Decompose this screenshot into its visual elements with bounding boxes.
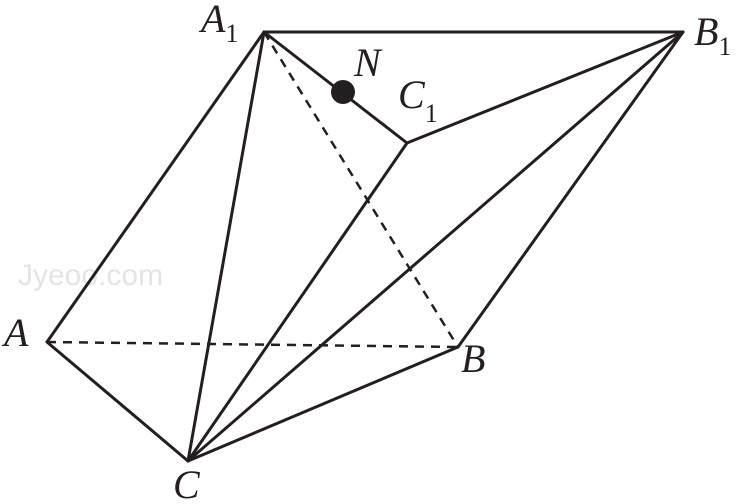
label-b1-letter: B bbox=[694, 9, 718, 54]
edge-a-b bbox=[46, 340, 459, 349]
edge-c-c1 bbox=[186, 141, 409, 463]
point-n bbox=[331, 80, 355, 104]
label-b-letter: B bbox=[461, 336, 485, 381]
edge-c-b bbox=[186, 345, 460, 463]
label-b1-sub: 1 bbox=[718, 32, 731, 61]
watermark-text: Jyeoo.com bbox=[18, 259, 163, 292]
label-b: B bbox=[461, 336, 485, 381]
edge-b-b1 bbox=[456, 30, 685, 349]
label-c: C bbox=[173, 462, 201, 504]
label-n-letter: N bbox=[353, 40, 383, 85]
label-a1: A1 bbox=[198, 0, 238, 48]
label-a1-sub: 1 bbox=[225, 19, 238, 48]
edge-c-b1 bbox=[186, 30, 685, 463]
label-a1-letter: A bbox=[198, 0, 226, 41]
edge-a1-b bbox=[262, 31, 460, 348]
label-c-letter: C bbox=[173, 462, 201, 504]
label-a-letter: A bbox=[1, 310, 29, 355]
label-b1: B1 bbox=[694, 9, 731, 61]
label-c1-letter: C bbox=[398, 72, 426, 117]
edge-c-a1 bbox=[186, 30, 266, 463]
edge-a-c bbox=[45, 340, 190, 463]
label-a: A bbox=[1, 310, 29, 355]
label-n: N bbox=[353, 40, 383, 85]
edge-a-a1 bbox=[45, 30, 266, 344]
label-c1-sub: 1 bbox=[425, 99, 438, 128]
edge-c1-b1 bbox=[405, 30, 685, 145]
label-c1: C1 bbox=[398, 72, 438, 128]
